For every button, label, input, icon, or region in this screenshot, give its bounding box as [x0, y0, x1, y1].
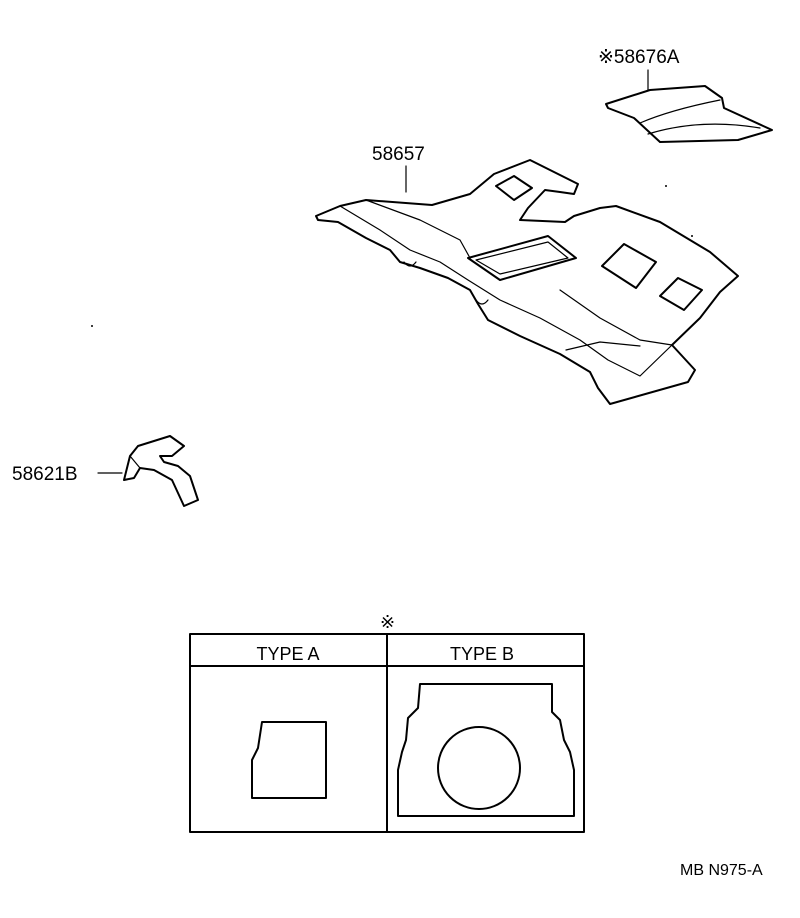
cutout-center-inner: [475, 241, 569, 275]
silencer-rib-3: [565, 341, 641, 351]
part-label-58621b: 58621B: [12, 464, 78, 485]
type-b-circle: [437, 726, 521, 810]
type-b-shape: [397, 683, 575, 817]
notch-2: [475, 299, 489, 305]
cover-58676a-edge: [647, 123, 761, 135]
part-58621b: 58621B: [12, 435, 199, 507]
part-58676a: ※58676A: [598, 47, 773, 143]
cutout-top: [495, 175, 533, 201]
part-58657: 58657: [315, 144, 739, 405]
dot-mark: [665, 185, 667, 187]
silencer-rib-1: [365, 199, 471, 259]
clip-58621b-bend: [129, 455, 141, 469]
reference-code: MB N975-A: [680, 862, 763, 879]
cutout-center: [467, 235, 577, 281]
cutout-right-2: [659, 277, 703, 311]
cover-58676a-shape: [605, 85, 773, 143]
dot-mark: [691, 235, 693, 237]
cutout-right-1: [601, 243, 657, 289]
clip-58621b-shape: [123, 435, 199, 507]
notch-1: [403, 261, 417, 267]
silencer-inner-edge: [339, 205, 673, 377]
dot-mark: [91, 325, 93, 327]
type-legend: ※ TYPE A TYPE B: [189, 612, 585, 833]
cover-58676a-fold: [639, 99, 721, 124]
legend-mark: ※: [380, 612, 395, 632]
legend-type-a-header: TYPE A: [256, 644, 319, 664]
legend-type-b-header: TYPE B: [450, 644, 514, 664]
type-a-shape: [251, 721, 327, 799]
part-label-58657: 58657: [372, 144, 425, 165]
part-label-58676a: ※58676A: [598, 47, 680, 68]
silencer-rib-2: [559, 289, 673, 346]
